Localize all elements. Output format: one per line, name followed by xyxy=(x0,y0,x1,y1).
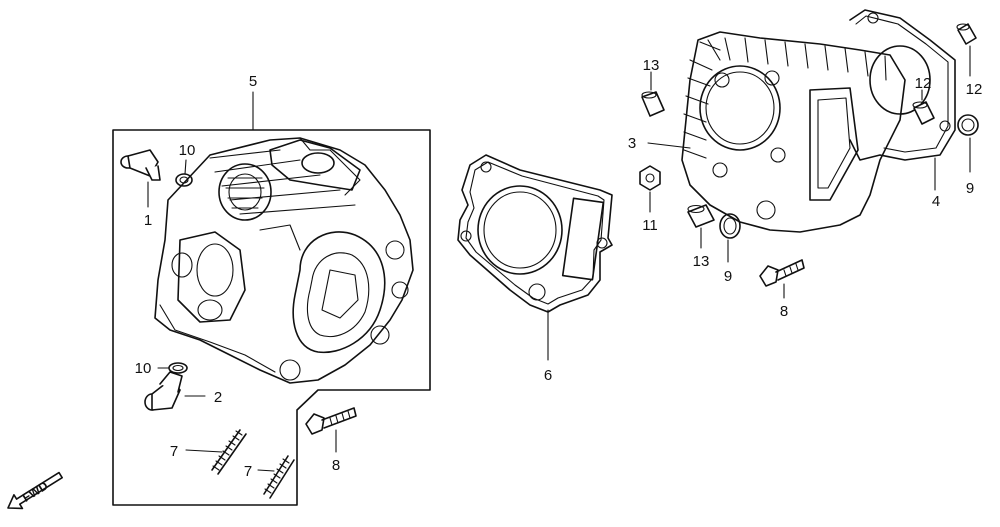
callout-7b: 7 xyxy=(244,463,252,480)
part-2-cap-plug xyxy=(144,371,206,411)
part-10-washer-top xyxy=(175,159,193,187)
forward-direction-indicator: FWD xyxy=(7,471,63,510)
part-10-washer-lower xyxy=(157,362,188,374)
callout-11: 11 xyxy=(642,217,658,234)
part-13-dowel-lower xyxy=(687,204,715,249)
cylinder-head xyxy=(154,137,414,384)
callout-10b: 10 xyxy=(135,360,152,377)
part-7-stud-a xyxy=(185,429,247,475)
callout-4: 4 xyxy=(932,193,940,210)
callout-10a: 10 xyxy=(179,142,196,159)
part-12-dowel-inner xyxy=(912,89,935,125)
forward-arrow-icon xyxy=(7,471,63,510)
part-12-dowel-outer xyxy=(956,23,977,77)
part-9-oring-right xyxy=(957,114,979,173)
part-13-dowel-upper xyxy=(641,71,665,117)
callout-labels: 1 2 3 4 5 6 7 7 8 8 9 9 10 10 11 12 12 1… xyxy=(135,57,983,480)
callout-1: 1 xyxy=(144,212,152,229)
callout-9b: 9 xyxy=(966,180,974,197)
callout-12b: 12 xyxy=(966,81,983,98)
callout-13a: 13 xyxy=(643,57,660,74)
callout-3: 3 xyxy=(628,135,636,152)
callout-7a: 7 xyxy=(170,443,178,460)
callout-5: 5 xyxy=(249,73,257,90)
callout-6: 6 xyxy=(544,367,552,384)
part-11-nut xyxy=(639,165,661,213)
part-1-cap-plug xyxy=(120,149,161,208)
part-6-head-gasket xyxy=(457,154,613,361)
cylinder-block xyxy=(647,9,956,233)
callout-8b: 8 xyxy=(780,303,788,320)
callout-12a: 12 xyxy=(915,75,932,92)
callout-13b: 13 xyxy=(693,253,710,270)
callout-2: 2 xyxy=(214,389,222,406)
part-7-stud-b xyxy=(257,455,295,499)
head-assembly-frame xyxy=(112,129,431,506)
part-9-oring-lower xyxy=(719,213,741,263)
part-8-bolt-lower xyxy=(305,407,357,453)
callout-9a: 9 xyxy=(724,268,732,285)
part-8-bolt-upper xyxy=(759,259,805,299)
callout-8a: 8 xyxy=(332,457,340,474)
